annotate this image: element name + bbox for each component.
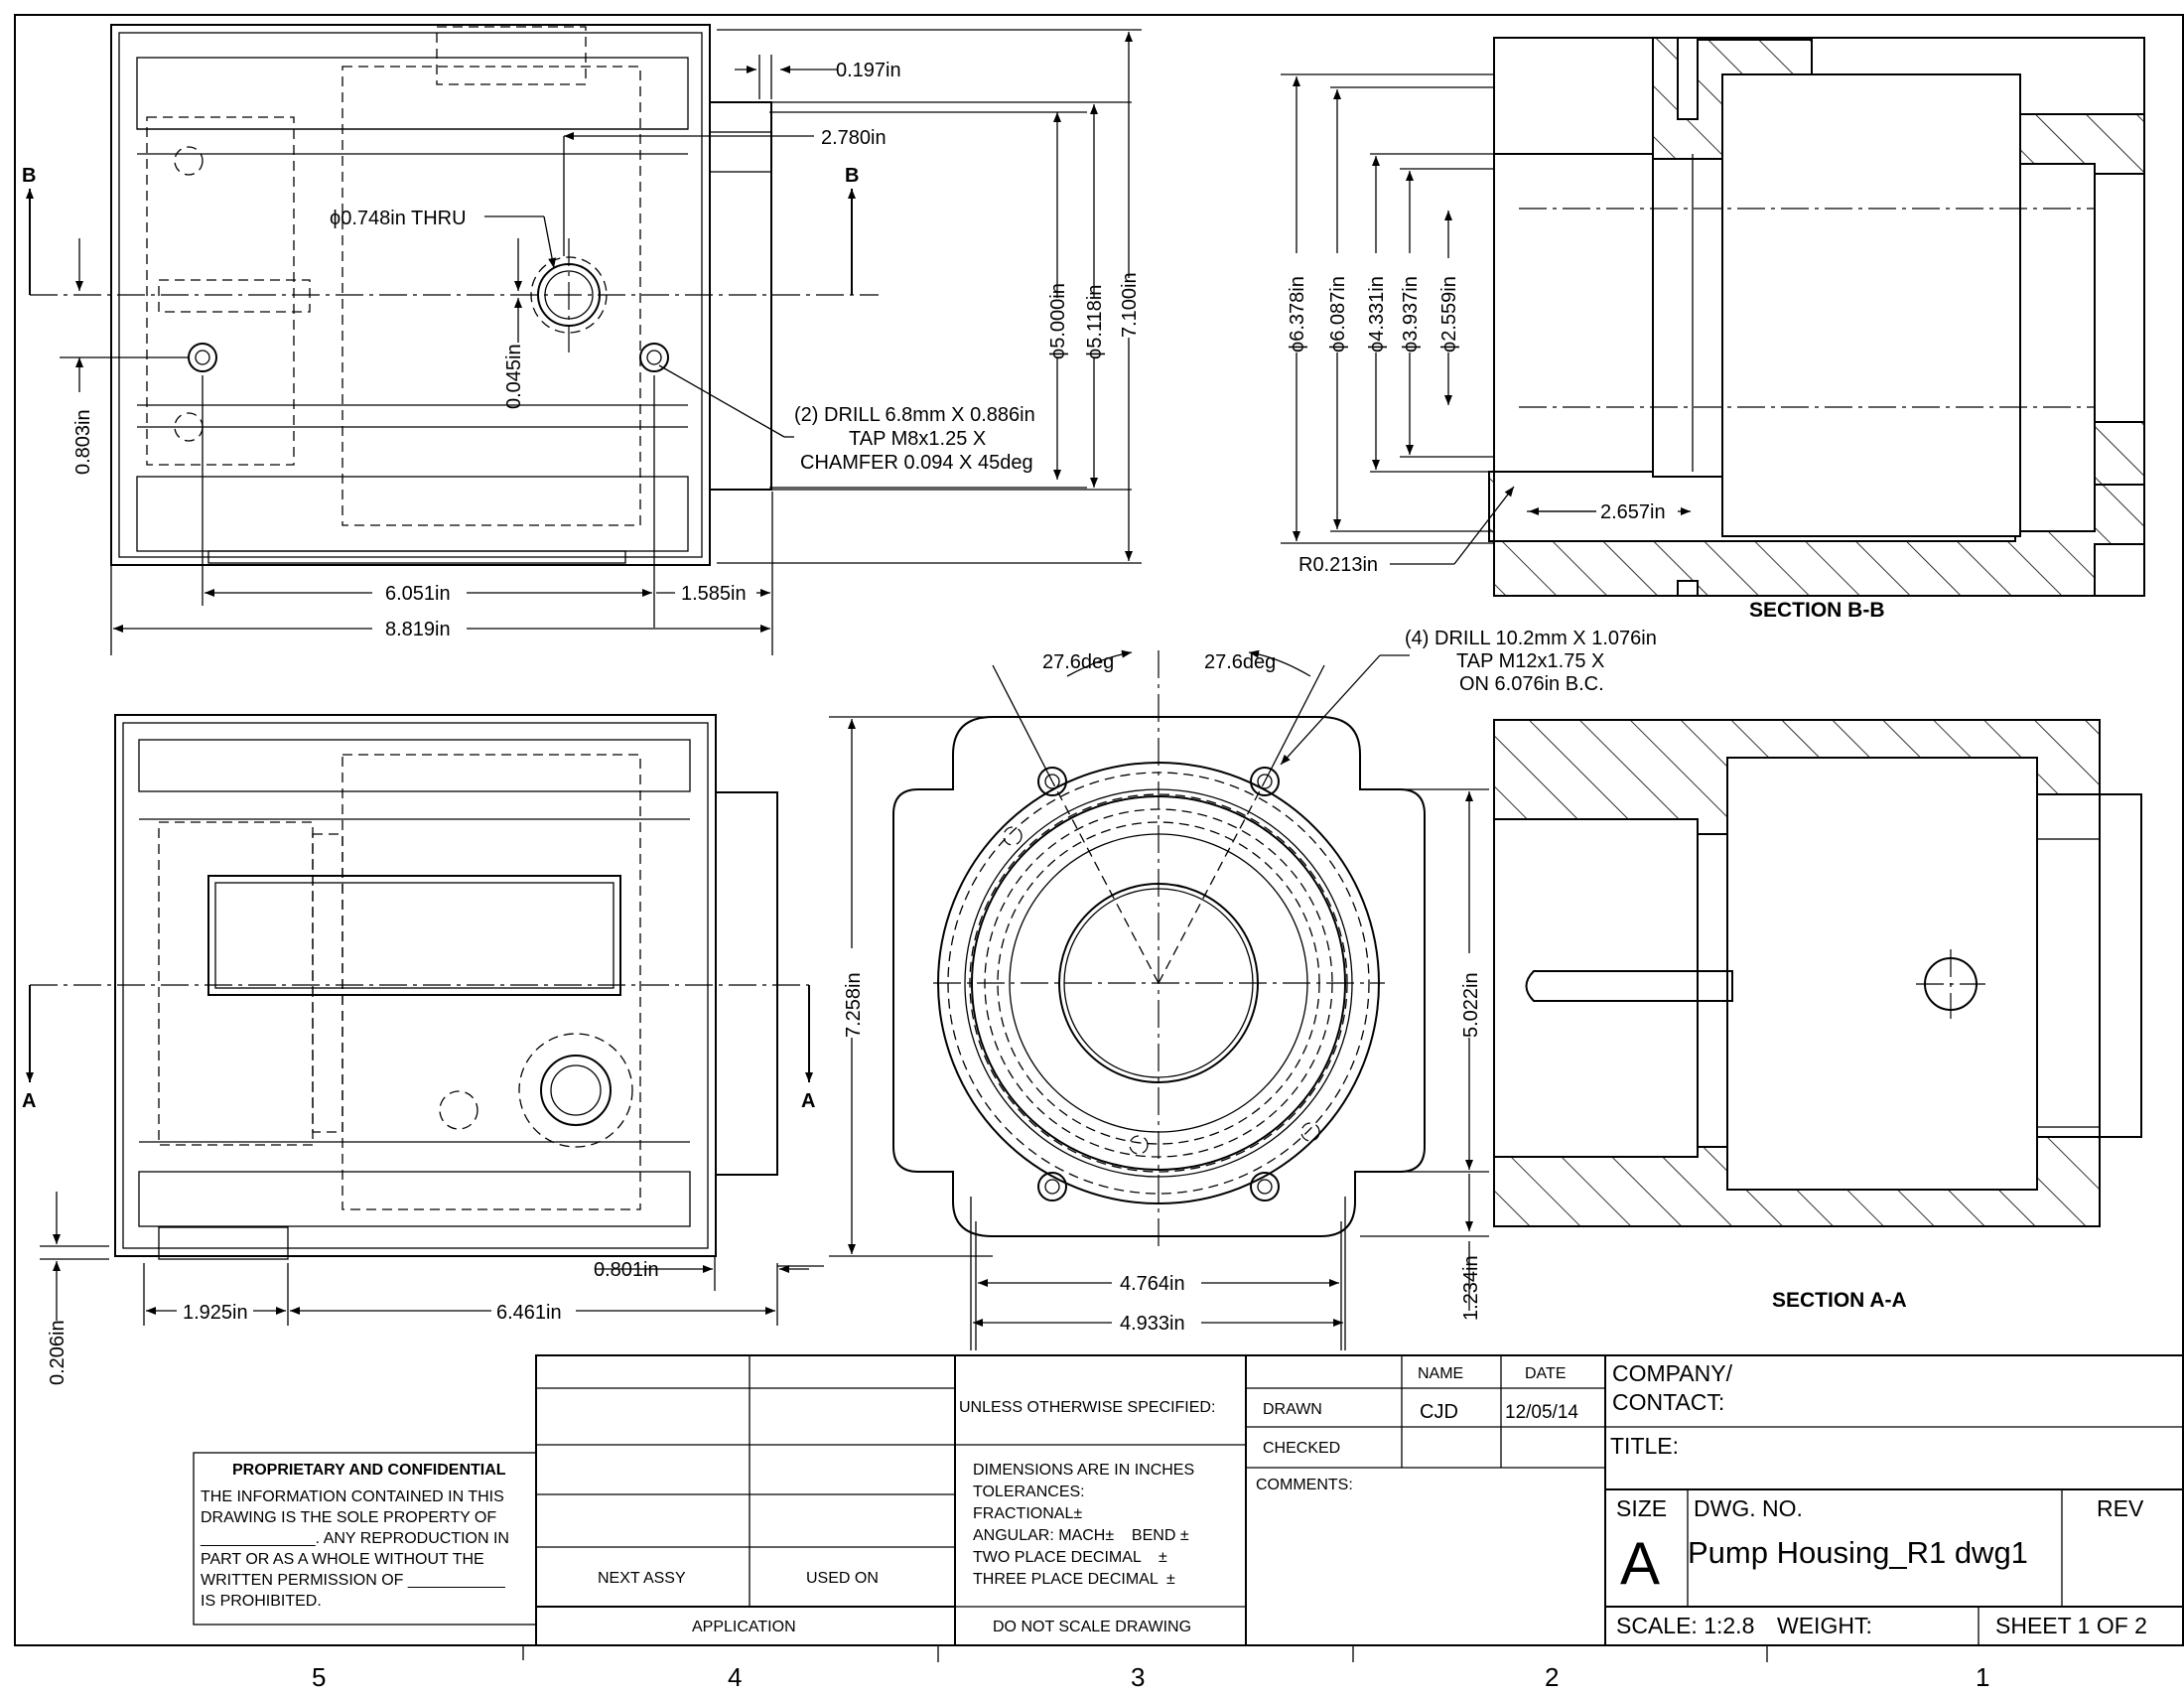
cut-a-left-label: A — [22, 1090, 36, 1112]
title-block: PROPRIETARY AND CONFIDENTIAL THE INFORMA… — [193, 1354, 2184, 1646]
section-bb-view: SECTION B-B — [1488, 37, 2145, 622]
dim-0801: 0.801in — [594, 1259, 659, 1281]
dim-angle-left: 27.6deg — [1042, 651, 1114, 673]
proprietary-line-5: WRITTEN PERMISSION OF ___________ — [201, 1572, 506, 1589]
dim-angle-right: 27.6deg — [1204, 651, 1276, 673]
used-on-label: USED ON — [806, 1570, 879, 1587]
application-label: APPLICATION — [692, 1619, 796, 1635]
dim-7100: 7.100in — [1119, 272, 1141, 338]
dim-dia-5000: ϕ5.000in — [1047, 283, 1069, 359]
section-aa-title: SECTION A-A — [1772, 1289, 1907, 1312]
dim-r0213: R0.213in — [1298, 554, 1378, 576]
drawn-label: DRAWN — [1263, 1401, 1322, 1418]
weight-label: WEIGHT: — [1777, 1613, 1872, 1638]
dim-dia-2559: ϕ2.559in — [1438, 276, 1460, 353]
dims-view-top: 0.197in 2.780in ϕ0.748in THRU 0.045in 0.… — [60, 29, 1142, 655]
proprietary-line-1: THE INFORMATION CONTAINED IN THIS — [201, 1488, 504, 1505]
date-header: DATE — [1525, 1365, 1566, 1382]
dim-8819: 8.819in — [385, 619, 451, 640]
tol-line-4: ANGULAR: MACH± BEND ± — [973, 1527, 1189, 1544]
name-header: NAME — [1418, 1365, 1463, 1382]
view-top — [30, 24, 879, 566]
tol-line-2: TOLERANCES: — [973, 1484, 1085, 1500]
dim-0803: 0.803in — [72, 409, 94, 475]
comments-label: COMMENTS: — [1256, 1477, 1353, 1493]
dim-dia-3937: ϕ3.937in — [1400, 276, 1422, 353]
dim-2657: 2.657in — [1600, 501, 1666, 523]
dims-view-end: 27.6deg 27.6deg (4) DRILL 10.2mm X 1.076… — [829, 628, 1657, 1350]
dim-1234: 1.234in — [1460, 1255, 1482, 1321]
cut-a-right-label: A — [801, 1090, 815, 1112]
dim-6461: 6.461in — [496, 1302, 562, 1324]
dim-1925: 1.925in — [183, 1302, 248, 1324]
dim-0197: 0.197in — [836, 60, 901, 81]
drill-note-line-2: TAP M8x1.25 X — [849, 428, 986, 450]
proprietary-line-2: DRAWING IS THE SOLE PROPERTY OF — [201, 1509, 496, 1526]
proprietary-line-6: IS PROHIBITED. — [201, 1593, 322, 1610]
cut-b-right-label: B — [845, 165, 859, 187]
tol-line-6: THREE PLACE DECIMAL ± — [973, 1571, 1175, 1588]
scale-label: SCALE: 1:2.8 — [1616, 1613, 1754, 1638]
dwg-number: Pump Housing_R1 dwg1 — [1688, 1535, 2028, 1570]
section-aa-view: SECTION A-A — [1493, 719, 2142, 1312]
contact-label: CONTACT: — [1612, 1389, 1724, 1415]
next-assy-label: NEXT ASSY — [598, 1570, 686, 1587]
zone-markers: 5 4 3 2 1 — [312, 1645, 1989, 1692]
drill4-note-line-2: TAP M12x1.75 X — [1456, 650, 1604, 672]
company-label: COMPANY/ — [1612, 1360, 1733, 1386]
rev-label: REV — [2097, 1495, 2144, 1521]
dim-dia-6378: ϕ6.378in — [1287, 276, 1308, 353]
sheet-label: SHEET 1 OF 2 — [1995, 1613, 2147, 1638]
zone-3: 3 — [1131, 1662, 1145, 1692]
dim-7258: 7.258in — [843, 972, 865, 1038]
checked-label: CHECKED — [1263, 1440, 1340, 1457]
title-label: TITLE: — [1610, 1433, 1679, 1459]
dim-dia-5118: ϕ5.118in — [1084, 285, 1106, 359]
tol-line-5: TWO PLACE DECIMAL ± — [973, 1549, 1167, 1566]
size-label: SIZE — [1616, 1495, 1667, 1521]
drill4-note-line-1: (4) DRILL 10.2mm X 1.076in — [1405, 628, 1657, 649]
tol-line-3: FRACTIONAL± — [973, 1505, 1082, 1522]
proprietary-line-3: _____________. ANY REPRODUCTION IN — [200, 1530, 509, 1547]
dims-view-front: 0.206in 0.801in 1.925in 6.461in — [40, 1192, 824, 1385]
drawn-date: 12/05/14 — [1505, 1402, 1578, 1423]
drill-note-line-1: (2) DRILL 6.8mm X 0.886in — [794, 404, 1035, 426]
proprietary-line-4: PART OR AS A WHOLE WITHOUT THE — [201, 1551, 484, 1568]
dwg-no-label: DWG. NO. — [1694, 1495, 1803, 1521]
dim-4933: 4.933in — [1120, 1313, 1185, 1335]
cutting-plane-b: B B — [22, 165, 859, 295]
cutting-plane-a: A A — [22, 985, 815, 1112]
drawn-name: CJD — [1420, 1401, 1458, 1423]
drill-note-line-3: CHAMFER 0.094 X 45deg — [800, 452, 1033, 474]
dim-dia-6087: ϕ6.087in — [1327, 276, 1349, 353]
unless-label: UNLESS OTHERWISE SPECIFIED: — [959, 1399, 1215, 1416]
view-front — [30, 714, 809, 1260]
dim-0206: 0.206in — [47, 1320, 68, 1385]
zone-2: 2 — [1545, 1662, 1559, 1692]
dims-section-bb: ϕ6.378in ϕ6.087in ϕ4.331in ϕ3.937in ϕ2.5… — [1281, 73, 1691, 576]
zone-4: 4 — [728, 1662, 742, 1692]
zone-1: 1 — [1976, 1662, 1989, 1692]
dim-6051: 6.051in — [385, 583, 451, 605]
tol-line-1: DIMENSIONS ARE IN INCHES — [973, 1462, 1194, 1479]
view-end — [892, 650, 1426, 1246]
drill4-note-line-3: ON 6.076in B.C. — [1459, 673, 1604, 695]
dim-1585: 1.585in — [681, 583, 747, 605]
dim-thru-hole: ϕ0.748in THRU — [330, 208, 467, 229]
dim-5022: 5.022in — [1460, 972, 1482, 1038]
size-value: A — [1620, 1530, 1660, 1597]
dim-dia-4331: ϕ4.331in — [1366, 276, 1388, 353]
dim-4764: 4.764in — [1120, 1273, 1185, 1295]
cut-b-left-label: B — [22, 165, 36, 187]
dim-2780: 2.780in — [821, 127, 887, 149]
proprietary-title: PROPRIETARY AND CONFIDENTIAL — [232, 1462, 506, 1479]
section-bb-title: SECTION B-B — [1749, 599, 1885, 622]
do-not-scale: DO NOT SCALE DRAWING — [993, 1619, 1191, 1635]
zone-5: 5 — [312, 1662, 326, 1692]
dim-0045: 0.045in — [503, 344, 525, 409]
